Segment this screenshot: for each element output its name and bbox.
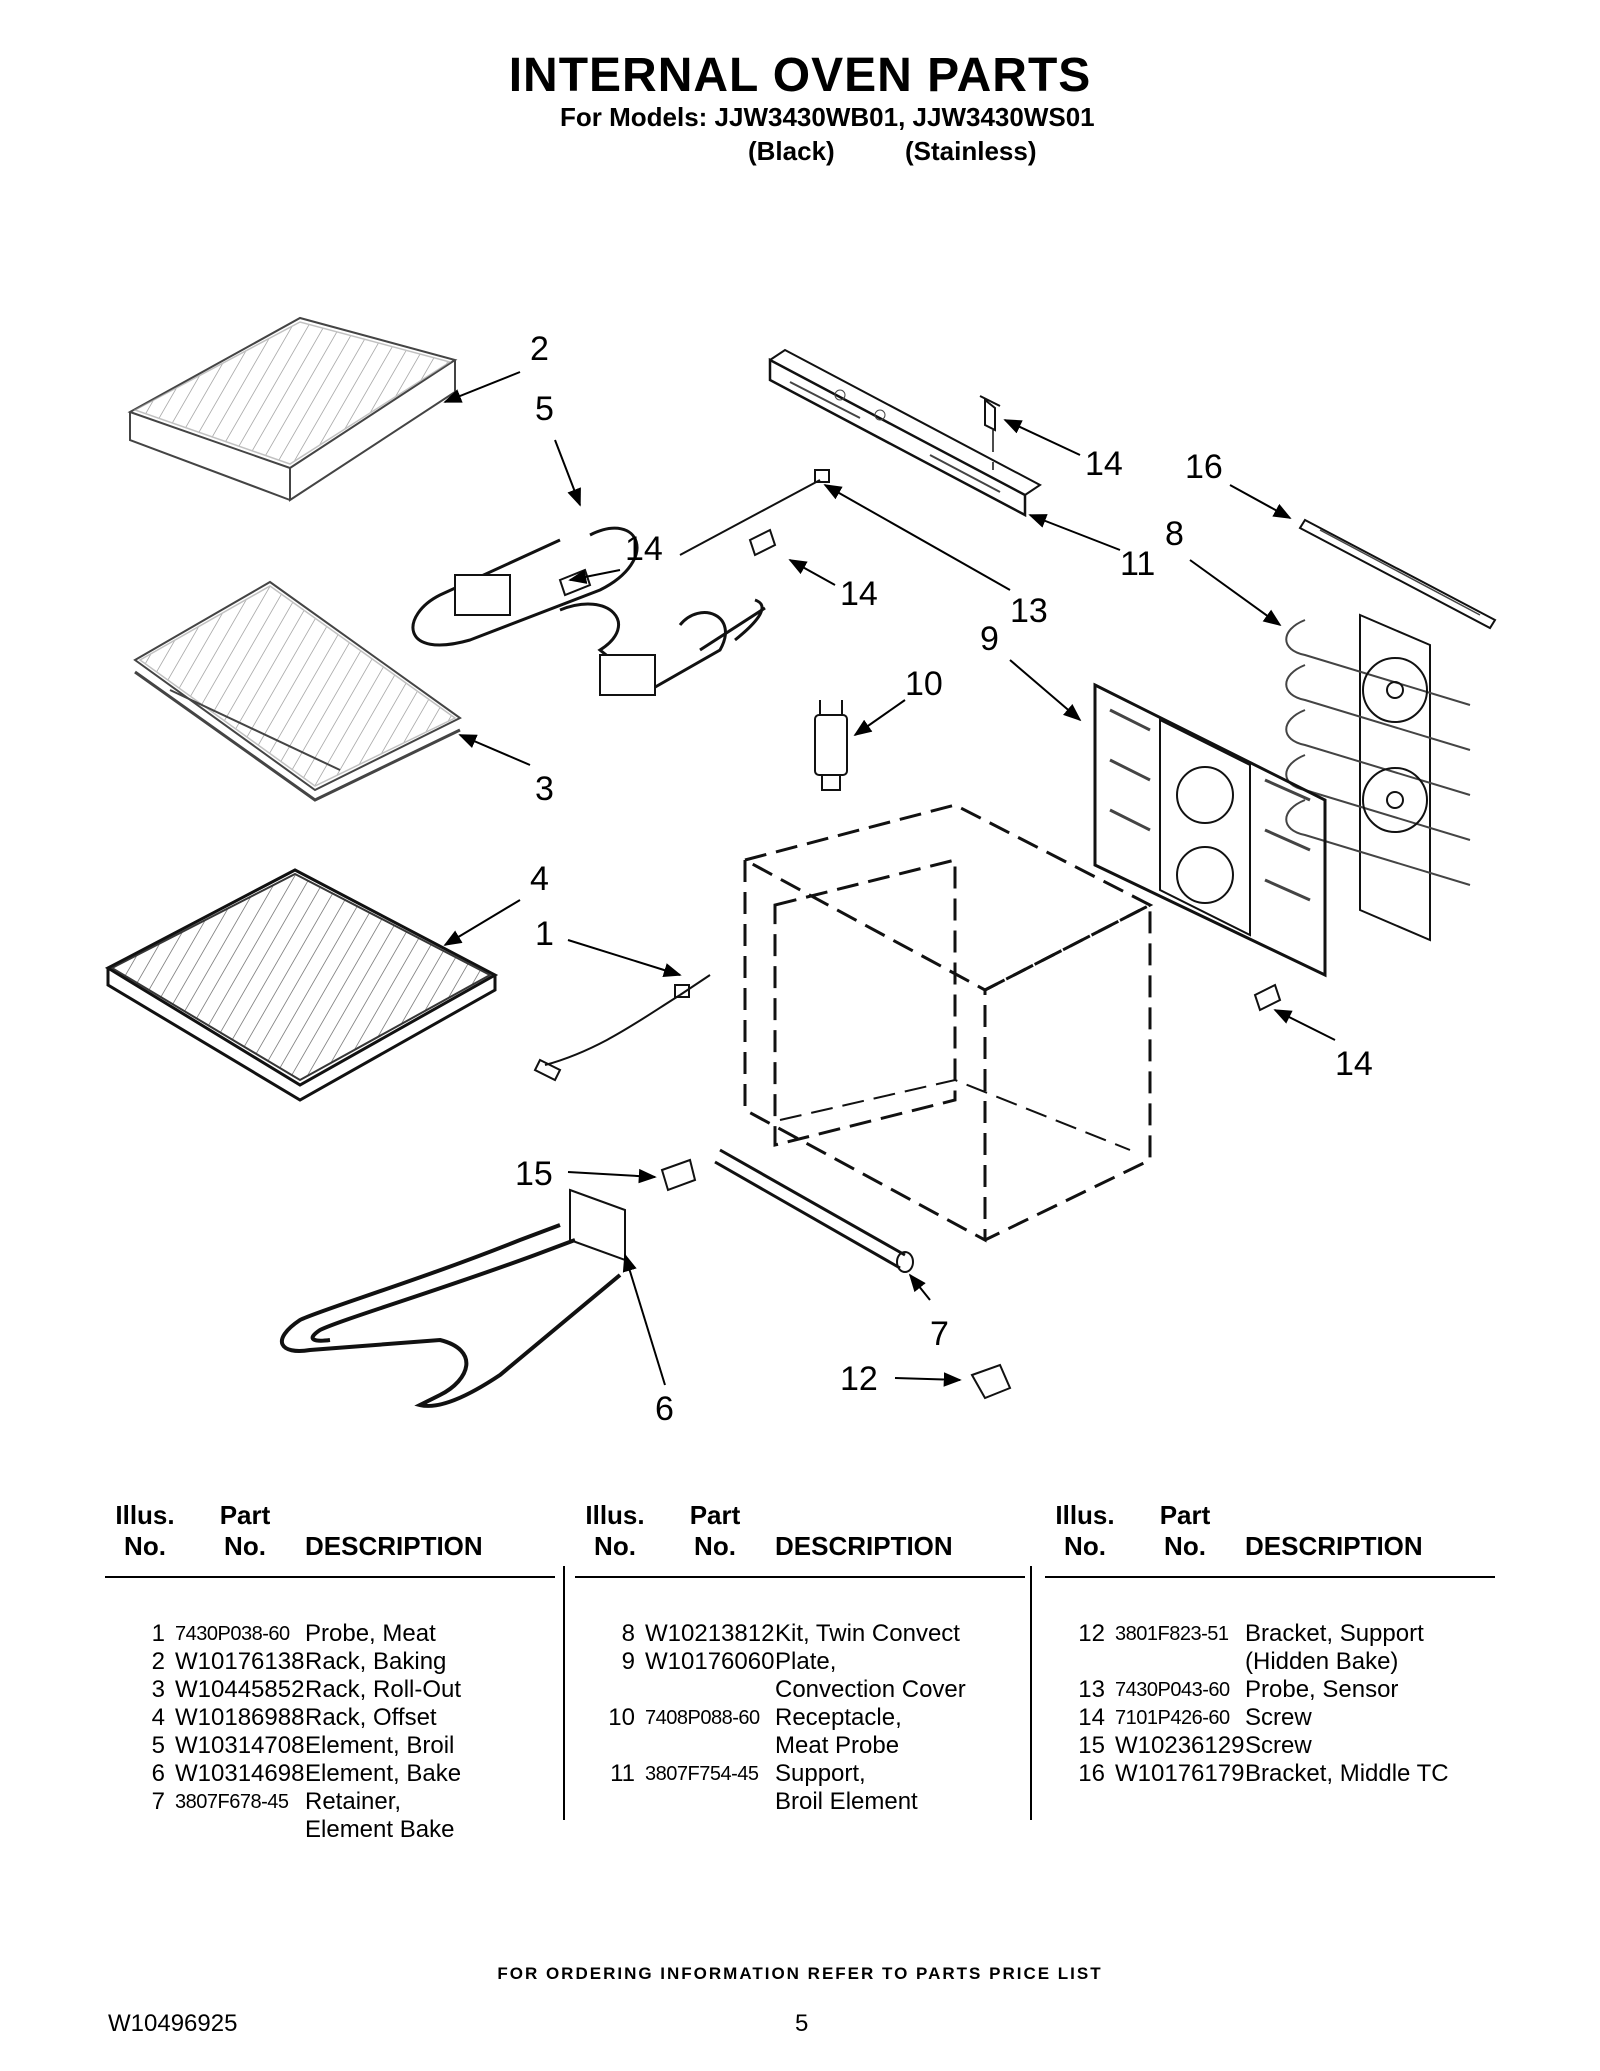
ordering-note: FOR ORDERING INFORMATION REFER TO PARTS … [497,1964,1103,1983]
callout-14b: 14 [1085,445,1123,483]
retainer-and-screw-drawing [660,1148,914,1273]
callout-8: 8 [1165,515,1184,553]
probe-receptacle-drawing [814,700,848,791]
callout-15: 15 [515,1155,553,1193]
description-header: DESCRIPTION [775,1531,953,1561]
description-header: DESCRIPTION [1245,1531,1423,1561]
bake-element-drawing [279,1188,626,1408]
callout-7: 7 [930,1315,949,1353]
hidden-bake-bracket-drawing [970,1363,1012,1400]
callout-13: 13 [1010,592,1048,630]
rack-offset-drawing [104,868,499,1102]
broil-element-drawing [411,526,766,696]
page-number: 5 [795,2010,809,2037]
callout-9: 9 [980,620,999,658]
broil-support-drawing [768,348,1042,518]
convection-cover-drawing [1093,682,1327,978]
callout-14a: 14 [625,530,663,568]
finish-black-label: (Black) [748,136,835,166]
illus-header: Illus.No. [585,1500,645,1561]
illus-header: Illus.No. [1055,1500,1115,1561]
middle-tc-bracket-drawing [1298,518,1497,630]
callout-16: 16 [1185,448,1223,486]
column-divider [563,1566,565,1820]
screw-drawings [558,395,1282,1012]
callout-5: 5 [535,390,554,428]
callout-1: 1 [535,915,554,953]
convection-kit-drawing [1285,613,1471,942]
callout-12: 12 [840,1360,878,1398]
callout-11: 11 [1120,545,1155,583]
illus-header: Illus.No. [115,1500,175,1561]
leader-arrows [443,371,1336,1387]
callout-3: 3 [535,770,554,808]
document-number: W10496925 [108,2010,238,2037]
model-numbers: For Models: JJW3430WB01, JJW3430WS01 [560,102,1095,132]
oven-cavity-outline [740,803,1154,1243]
exploded-parts-diagram: 2 5 14 14 14 16 8 11 13 9 10 3 4 1 14 15… [104,316,1497,1428]
callout-10: 10 [905,665,943,703]
callout-14c: 14 [840,575,878,613]
finish-stainless-label: (Stainless) [905,136,1037,166]
rack-baking-drawing [127,316,458,502]
callout-14d: 14 [1335,1045,1373,1083]
callout-labels: 2 5 14 14 14 16 8 11 13 9 10 3 4 1 14 15… [515,330,1373,1428]
description-header: DESCRIPTION [305,1531,483,1561]
sensor-probe-drawing [679,469,830,557]
column-divider [1030,1566,1032,1820]
callout-6: 6 [655,1390,674,1428]
meat-probe-drawing [533,974,711,1082]
rack-rollout-drawing [133,580,462,802]
callout-4: 4 [530,860,549,898]
callout-2: 2 [530,330,549,368]
page-title: INTERNAL OVEN PARTS [508,49,1092,102]
